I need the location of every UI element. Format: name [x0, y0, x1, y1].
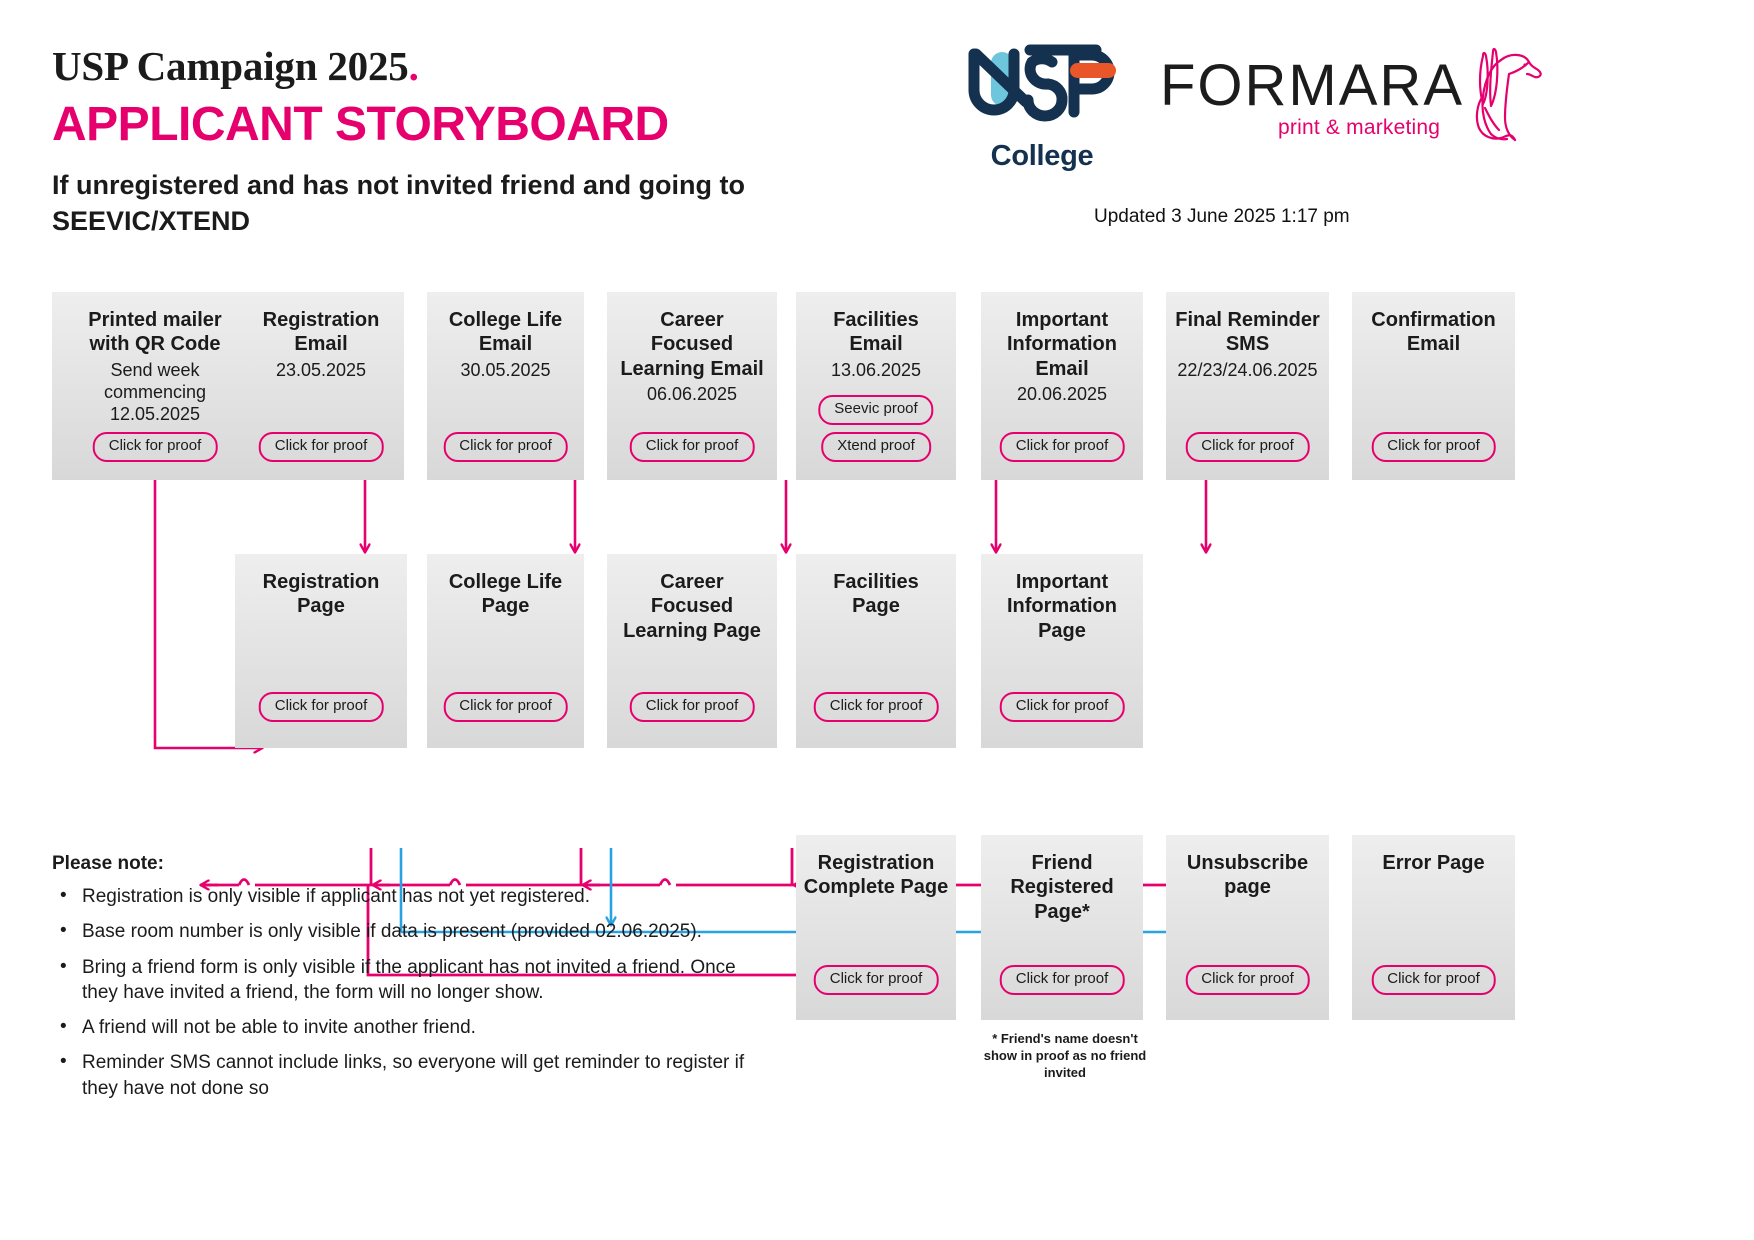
- proof-button[interactable]: Click for proof: [629, 432, 755, 462]
- card-registration-page[interactable]: Registration Page Click for proof: [235, 554, 407, 748]
- proof-button[interactable]: Click for proof: [92, 432, 218, 462]
- card-title: Career Focused Learning Page: [623, 571, 761, 642]
- proof-button[interactable]: Click for proof: [629, 692, 755, 722]
- notes-title: Please note:: [52, 853, 164, 874]
- card-career-focused-learning-email[interactable]: Career Focused Learning Email 06.06.2025…: [607, 292, 777, 480]
- card-title: Registration Complete Page: [803, 852, 949, 899]
- card-printed-mailer[interactable]: Printed mailer with QR Code Send week co…: [52, 292, 258, 480]
- proof-button[interactable]: Click for proof: [443, 692, 568, 722]
- usp-mark-icon: [968, 44, 1116, 122]
- card-subtitle: 30.05.2025: [460, 359, 551, 380]
- note-item: Bring a friend form is only visible if t…: [52, 954, 772, 1006]
- card-title: College Life Page: [448, 571, 563, 618]
- card-title: Final Reminder SMS: [1175, 309, 1320, 356]
- proof-button[interactable]: Click for proof: [999, 432, 1125, 462]
- card-title: Error Page: [1382, 852, 1485, 874]
- updated-timestamp: Updated 3 June 2025 1:17 pm: [1094, 206, 1350, 227]
- card-college-life-page[interactable]: College Life Page Click for proof: [427, 554, 584, 748]
- proof-button[interactable]: Click for proof: [1371, 432, 1496, 462]
- proof-button[interactable]: Click for proof: [999, 965, 1125, 995]
- proof-button[interactable]: Click for proof: [813, 965, 939, 995]
- card-subtitle: 06.06.2025: [646, 384, 738, 405]
- note-item: Reminder SMS cannot include links, so ev…: [52, 1049, 772, 1101]
- card-facilities-page[interactable]: Facilities Page Click for proof: [796, 554, 956, 748]
- campaign-title-text: USP Campaign 2025: [52, 43, 409, 89]
- card-college-life-email[interactable]: College Life Email 30.05.2025 Click for …: [427, 292, 584, 480]
- proof-button[interactable]: Click for proof: [443, 432, 568, 462]
- page-title-campaign: USP Campaign 2025.: [52, 42, 419, 90]
- card-career-focused-learning-page[interactable]: Career Focused Learning Page Click for p…: [607, 554, 777, 748]
- friend-page-footnote: * Friend's name doesn't show in proof as…: [983, 1031, 1147, 1081]
- card-title: Important Information Page: [1007, 571, 1117, 642]
- note-item: A friend will not be able to invite anot…: [52, 1014, 772, 1040]
- card-subtitle: 13.06.2025: [830, 359, 922, 380]
- notes-list: Registration is only visible if applican…: [52, 883, 772, 1101]
- card-confirmation-email[interactable]: Confirmation Email Click for proof: [1352, 292, 1515, 480]
- card-title: Career Focused Learning Email: [620, 309, 764, 380]
- card-title: Printed mailer with QR Code: [88, 309, 222, 356]
- proof-button[interactable]: Click for proof: [999, 692, 1125, 722]
- page-title-main: APPLICANT STORYBOARD: [52, 98, 669, 151]
- proof-button[interactable]: Click for proof: [1185, 432, 1310, 462]
- proof-button[interactable]: Click for proof: [258, 692, 384, 722]
- usp-college-wordmark: College: [990, 140, 1094, 172]
- page-subtitle: If unregistered and has not invited frie…: [52, 170, 746, 236]
- email-to-page-arrows: [365, 480, 1206, 552]
- card-title: Facilities Page: [833, 571, 919, 618]
- card-important-information-page[interactable]: Important Information Page Click for pro…: [981, 554, 1143, 748]
- card-title: Registration Page: [262, 571, 380, 618]
- formara-tagline: print & marketing: [1278, 116, 1441, 139]
- card-subtitle: 20.06.2025: [1016, 384, 1108, 405]
- note-item: Base room number is only visible if data…: [52, 918, 772, 944]
- card-subtitle: 22/23/24.06.2025: [1177, 359, 1318, 380]
- card-important-information-email[interactable]: Important Information Email 20.06.2025 C…: [981, 292, 1143, 480]
- card-subtitle: Send week commencing 12.05.2025: [103, 359, 207, 425]
- card-facilities-email[interactable]: Facilities Email 13.06.2025 Seevic proof…: [796, 292, 956, 480]
- card-title: Confirmation Email: [1371, 309, 1496, 356]
- usp-college-logo: College: [952, 40, 1132, 172]
- formara-wordmark: FORMARA: [1160, 53, 1464, 118]
- card-registration-email[interactable]: Registration Email 23.05.2025 Click for …: [238, 292, 404, 480]
- proof-button[interactable]: Click for proof: [1371, 965, 1496, 995]
- card-unsubscribe-page[interactable]: Unsubscribe page Click for proof: [1166, 835, 1329, 1020]
- hare-icon: [1475, 47, 1542, 142]
- proof-button[interactable]: Click for proof: [1185, 965, 1310, 995]
- card-title: Friend Registered Page*: [1010, 852, 1114, 923]
- card-title: Registration Email: [262, 309, 380, 356]
- card-subtitle: 23.05.2025: [275, 359, 367, 380]
- notes-block: Please note: Registration is only visibl…: [52, 853, 772, 1111]
- card-title: Important Information Email: [1007, 309, 1117, 380]
- card-registration-complete-page[interactable]: Registration Complete Page Click for pro…: [796, 835, 956, 1020]
- card-friend-registered-page[interactable]: Friend Registered Page* Click for proof: [981, 835, 1143, 1020]
- title-dot: .: [408, 43, 419, 89]
- proof-button-seevic[interactable]: Seevic proof: [818, 395, 934, 425]
- formara-logo: FORMARA print & marketing: [1160, 40, 1520, 170]
- card-final-reminder-sms[interactable]: Final Reminder SMS 22/23/24.06.2025 Clic…: [1166, 292, 1329, 480]
- card-title: Facilities Email: [833, 309, 919, 356]
- proof-button[interactable]: Click for proof: [813, 692, 939, 722]
- card-title: College Life Email: [448, 309, 563, 356]
- proof-button-xtend[interactable]: Xtend proof: [821, 432, 931, 462]
- proof-button[interactable]: Click for proof: [258, 432, 384, 462]
- card-error-page[interactable]: Error Page Click for proof: [1352, 835, 1515, 1020]
- note-item: Registration is only visible if applican…: [52, 883, 772, 909]
- card-title: Unsubscribe page: [1186, 852, 1309, 899]
